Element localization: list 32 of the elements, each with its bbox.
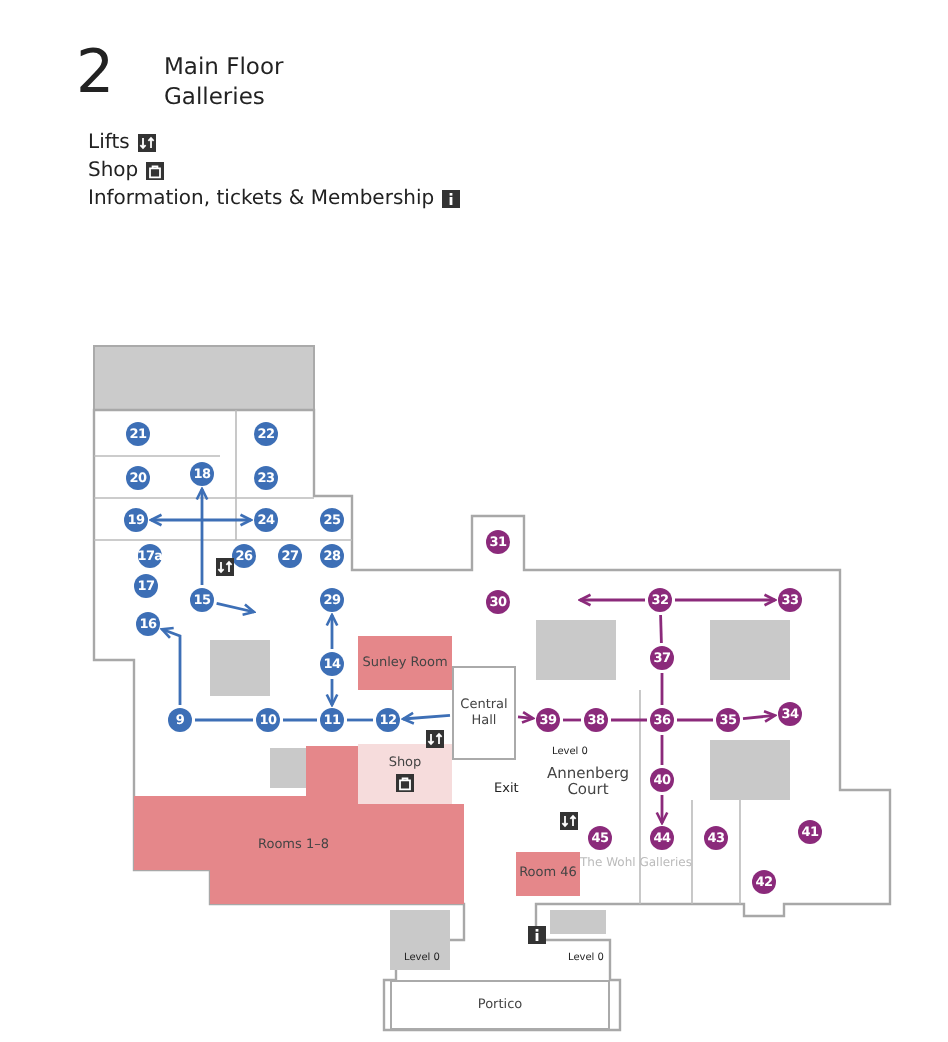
room-area (134, 746, 464, 904)
room-area (452, 666, 516, 760)
route-line (660, 735, 664, 765)
route-line (660, 673, 664, 705)
route-line (677, 718, 713, 722)
route-arrow (160, 626, 182, 705)
route-line (283, 718, 317, 722)
route-arrow (655, 795, 669, 825)
floor-number: 2 (76, 44, 115, 104)
legend-label: Lifts (88, 132, 130, 154)
route-arrow (216, 602, 256, 617)
room-area (358, 636, 452, 690)
route-arrow (325, 613, 339, 649)
route-arrow (578, 593, 645, 607)
room-area (390, 980, 610, 1030)
room-area (358, 744, 452, 804)
route-line (611, 718, 647, 722)
route-arrow (325, 679, 339, 707)
legend-label: Shop (88, 160, 139, 182)
route-arrow (742, 709, 777, 723)
route-arrow (195, 487, 209, 585)
route-line (659, 614, 663, 644)
title: Main Floor Galleries (164, 52, 286, 112)
route-arrow (149, 513, 253, 527)
route-arrow (401, 711, 451, 725)
legend-label: Information, tickets & Membership (88, 188, 435, 210)
route-line (563, 718, 581, 722)
room-area (516, 852, 580, 896)
route-line (195, 718, 253, 722)
route-arrow (675, 593, 777, 607)
route-arrow (517, 710, 535, 724)
route-line (347, 718, 373, 722)
